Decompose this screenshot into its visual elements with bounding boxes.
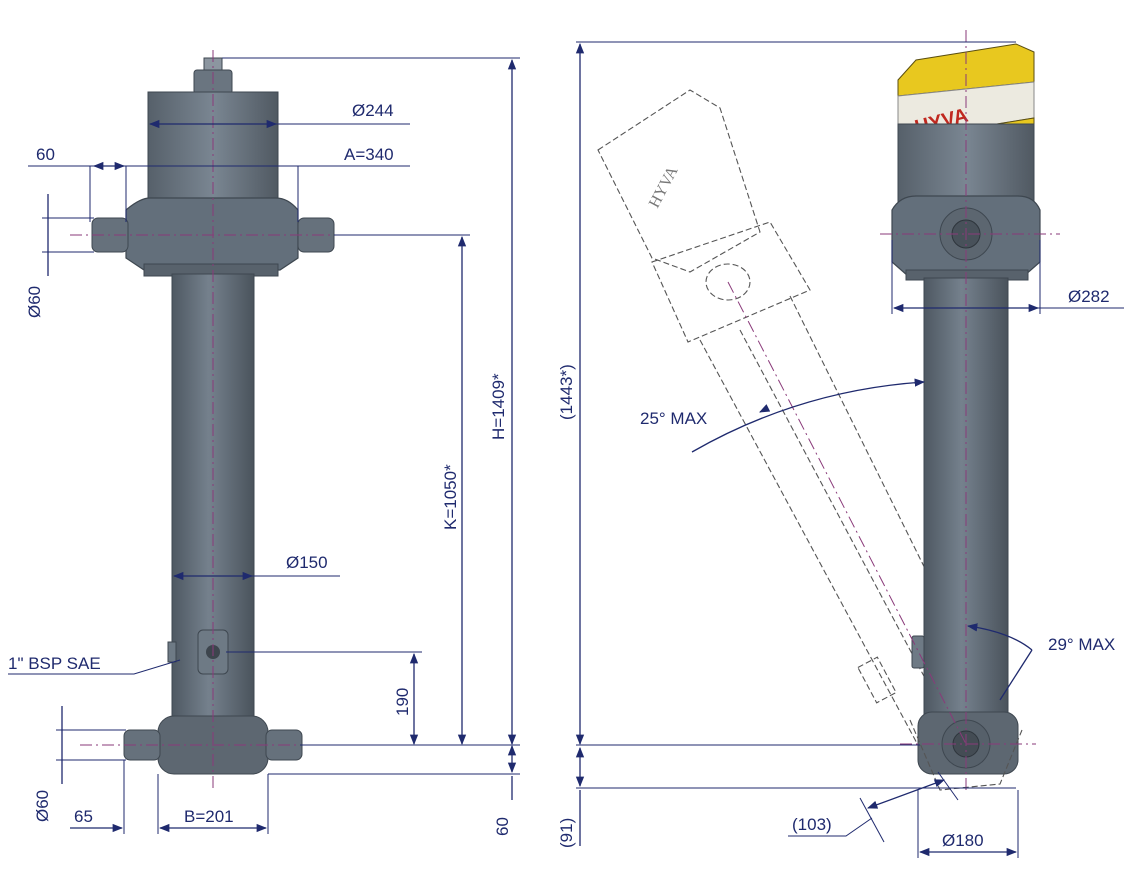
port-label: 1" BSP SAE xyxy=(8,654,101,673)
dim-a-label: A=340 xyxy=(344,145,394,164)
port-plug xyxy=(167,641,177,663)
dim-k-label: K=1050* xyxy=(441,464,460,530)
side-port-plug xyxy=(911,635,925,669)
dim-91-label: (91) xyxy=(557,818,576,848)
dim-65-label: 65 xyxy=(74,807,93,826)
dim-60-bottom-label: 60 xyxy=(493,817,512,836)
dia-pin-bottom-label: Ø60 xyxy=(33,790,52,822)
mounting-head xyxy=(125,197,299,271)
ghost-base xyxy=(909,719,1023,791)
dim-total-label: (1443*) xyxy=(557,364,576,420)
dia-mount-label: Ø282 xyxy=(1068,287,1110,306)
angle-top-label: 25° MAX xyxy=(640,409,707,428)
dim-103-label: (103) xyxy=(792,815,832,834)
tilt-centerline xyxy=(727,281,967,745)
dia-top-label: Ø244 xyxy=(352,101,394,120)
dia-tube-label: Ø150 xyxy=(286,553,328,572)
dim-190-label: 190 xyxy=(393,688,412,716)
dim-h-label: H=1409* xyxy=(489,373,508,440)
dim-b-label: B=201 xyxy=(184,807,234,826)
dia-base-label: Ø180 xyxy=(942,831,984,850)
front-view: Ø244 60 A=340 Ø60 H=1409* K=1050* Ø150 1… xyxy=(8,50,520,836)
angle-bottom-label: 29° MAX xyxy=(1048,635,1115,654)
dia-pin-top-label: Ø60 xyxy=(25,286,44,318)
ghost-brand-label: HYVA xyxy=(646,163,682,210)
dim-60-top-label: 60 xyxy=(36,145,55,164)
side-view: HYVA HYVA (1443*) (91) xyxy=(557,30,1124,858)
